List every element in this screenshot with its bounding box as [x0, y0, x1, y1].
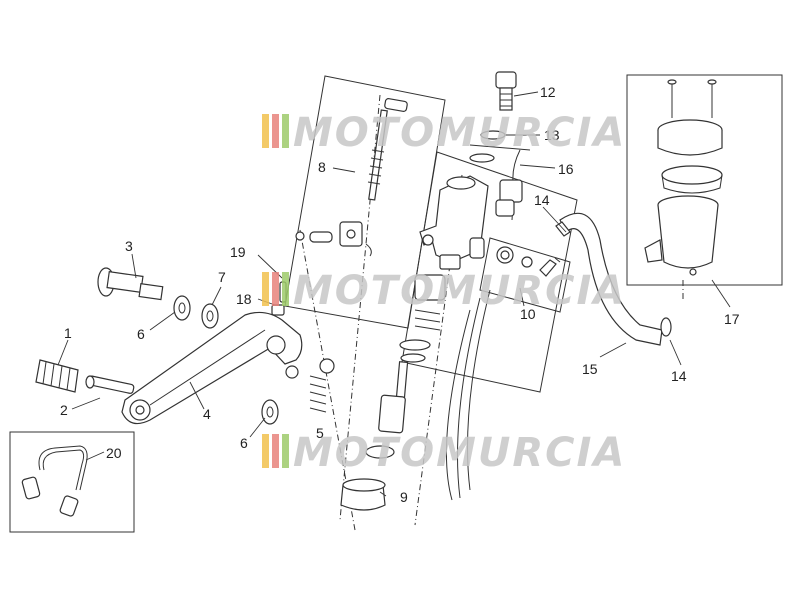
pushrod: [295, 98, 408, 257]
callout-2: 2: [60, 402, 68, 418]
footrest-rubber: [35, 359, 79, 393]
watermark-stripe-2: [272, 272, 279, 306]
washers: [173, 295, 279, 425]
watermark-stripe-1: [262, 114, 269, 148]
watermark-stripe-3: [282, 434, 289, 468]
callout-10: 10: [520, 306, 536, 322]
watermark-stripe-3: [282, 114, 289, 148]
callout-14a: 14: [534, 192, 550, 208]
callouts: 1 2 3 4 5 6 6 7 8 9 10 12 13 14 14 15 16…: [60, 84, 740, 505]
callout-1: 1: [64, 325, 72, 341]
callout-6b: 6: [240, 435, 248, 451]
watermark-top: MOTOMURCIA: [262, 110, 626, 156]
callout-9: 9: [400, 489, 408, 505]
watermark-middle: MOTOMURCIA: [262, 268, 626, 314]
reservoir-panel: [626, 74, 783, 286]
watermark-text-bottom: MOTOMURCIA: [293, 430, 626, 476]
watermark-stripe-1: [262, 434, 269, 468]
callout-17: 17: [724, 311, 740, 327]
watermark-bottom: MOTOMURCIA: [262, 430, 626, 476]
brake-pedal: [121, 311, 303, 425]
watermark-stripe-2: [272, 114, 279, 148]
watermark-text-top: MOTOMURCIA: [293, 110, 626, 156]
reservoir-hose: [555, 212, 672, 346]
callout-13: 13: [544, 127, 560, 143]
watermark-stripe-3: [282, 272, 289, 306]
piston-stack: [340, 274, 446, 511]
banjo-bolt: [469, 71, 531, 221]
fitting-set: [496, 246, 561, 277]
pivot-bolt: [97, 267, 164, 301]
callout-16: 16: [558, 161, 574, 177]
callout-6a: 6: [137, 326, 145, 342]
sensor-inset: [9, 431, 135, 533]
master-cylinder-body: [419, 175, 489, 270]
callout-3: 3: [125, 238, 133, 254]
callout-4: 4: [203, 406, 211, 422]
master-cylinder-panel: [284, 75, 578, 393]
leader-lines: [57, 91, 731, 497]
watermark-text-middle: MOTOMURCIA: [293, 268, 626, 314]
callout-12: 12: [540, 84, 556, 100]
footrest-pin: [85, 375, 135, 394]
assembly-axes: [299, 94, 684, 531]
callout-15: 15: [582, 361, 598, 377]
callout-8: 8: [318, 159, 326, 175]
callout-20: 20: [106, 445, 122, 461]
hoses: [445, 289, 491, 501]
callout-14b: 14: [671, 368, 687, 384]
callout-18: 18: [236, 291, 252, 307]
watermark-stripe-1: [262, 272, 269, 306]
callout-7: 7: [218, 269, 226, 285]
callout-19: 19: [230, 244, 246, 260]
watermark-stripe-2: [272, 434, 279, 468]
callout-5: 5: [316, 425, 324, 441]
